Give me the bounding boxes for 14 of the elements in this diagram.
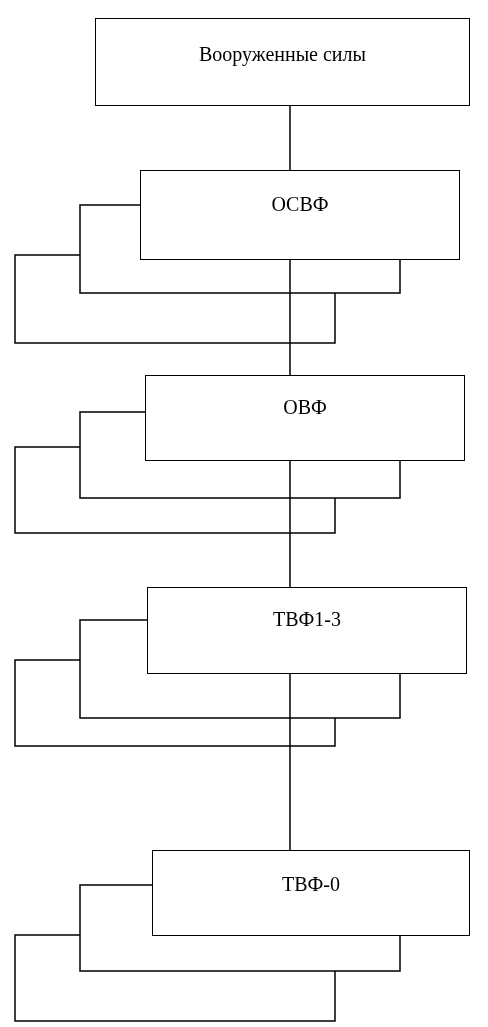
connector-line: [289, 105, 291, 171]
org-box: [95, 18, 470, 106]
connector-line: [289, 673, 291, 851]
box-label: ОСВФ: [270, 193, 330, 216]
connector-line: [289, 259, 291, 376]
box-label: ТВФ-0: [281, 873, 341, 896]
box-label: ОВФ: [282, 396, 328, 419]
box-label: ТВФ1-3: [272, 608, 342, 631]
org-box: [145, 375, 465, 461]
org-box: [140, 170, 460, 260]
org-box: [152, 850, 470, 936]
box-label: Вооруженные силы: [198, 43, 367, 66]
org-box: [147, 587, 467, 674]
connector-line: [289, 460, 291, 588]
